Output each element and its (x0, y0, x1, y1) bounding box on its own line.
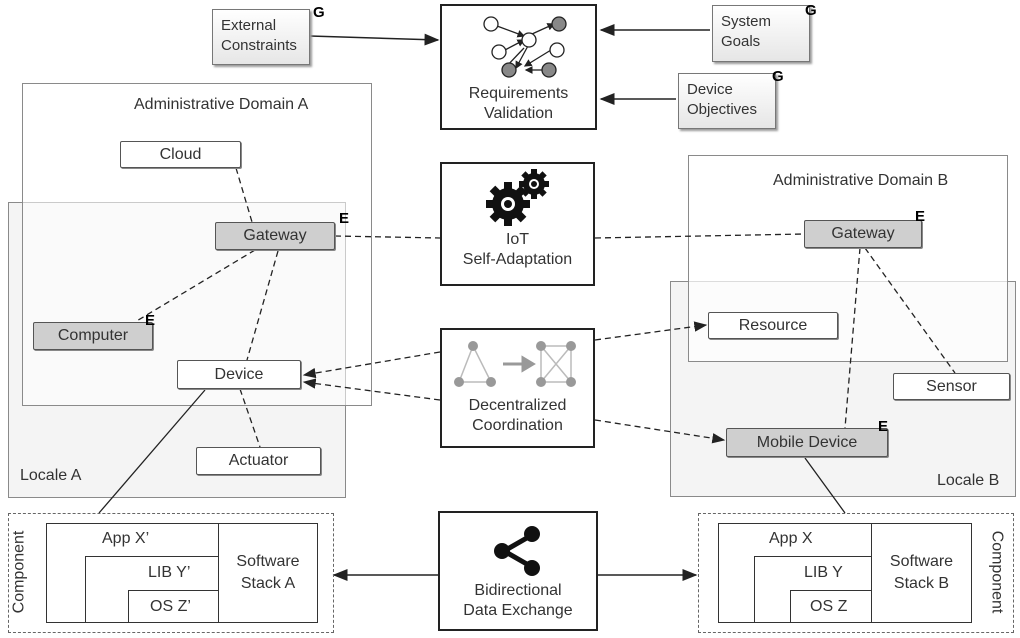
external-constraints-line1: External (221, 17, 277, 34)
self-adaptation-line2: Self-Adaptation (462, 251, 573, 268)
gears-icon (485, 169, 549, 226)
stack-b-os-label: OS Z (810, 598, 848, 615)
gateway-a-node: Gateway (215, 222, 335, 250)
device-node: Device (177, 360, 301, 389)
requirements-graph-icon (482, 16, 567, 78)
system-goals-line2: Goals (721, 33, 761, 50)
stack-b-software-line1: Software (889, 553, 954, 570)
gateway-a-edge-badge: E (339, 210, 350, 227)
stack-a-software: Software Stack A (218, 523, 318, 623)
coordination-line2: Coordination (472, 417, 563, 434)
stack-b-app-label: App X (769, 530, 813, 547)
coordination-line1: Decentralized (468, 397, 567, 414)
stack-b-os-box (790, 590, 872, 623)
data-exchange-line2: Data Exchange (463, 602, 573, 619)
requirements-validation-box: Requirements Validation (440, 4, 597, 130)
component-b-label: Component (988, 530, 1006, 614)
component-a-frame (8, 513, 334, 633)
admin-domain-b-label: Administrative Domain B (773, 172, 949, 189)
decentralized-coordination-box: Decentralized Coordination (440, 328, 595, 448)
data-exchange-line1: Bidirectional (474, 582, 562, 599)
stack-b-software-line2: Stack B (893, 575, 950, 592)
locale-a-label: Locale A (20, 467, 82, 484)
requirements-title-line1: Requirements (468, 85, 569, 102)
stack-a-software-line2: Stack A (240, 575, 296, 592)
stack-a-os-box (128, 590, 219, 623)
system-goals-box: System Goals (712, 5, 810, 62)
mobile-device-node: Mobile Device (726, 428, 888, 457)
system-goals-goal-badge: G (805, 2, 817, 19)
gateway-b-edge-badge: E (915, 208, 926, 225)
coordination-graph-icon (453, 341, 576, 387)
computer-edge-badge: E (145, 312, 156, 329)
device-objectives-line2: Objectives (687, 101, 758, 118)
component-a-label: Component (10, 530, 28, 614)
requirements-title-line2: Validation (483, 105, 554, 122)
actuator-node: Actuator (196, 447, 321, 475)
self-adaptation-line1: IoT (505, 231, 530, 248)
cloud-node: Cloud (120, 141, 241, 168)
sensor-node: Sensor (893, 373, 1010, 400)
gateway-b-node: Gateway (804, 220, 922, 248)
admin-domain-a-label: Administrative Domain A (134, 96, 309, 113)
iot-self-adaptation-box: IoT Self-Adaptation (440, 162, 595, 286)
device-objectives-goal-badge: G (772, 68, 784, 85)
system-goals-line1: System (721, 13, 772, 30)
device-objectives-box: Device Objectives (678, 73, 776, 129)
stack-b-lib-label: LIB Y (804, 564, 843, 581)
mobile-device-edge-badge: E (878, 418, 889, 435)
external-constraints-line2: Constraints (221, 37, 297, 54)
device-objectives-line1: Device (687, 81, 733, 98)
data-exchange-box: Bidirectional Data Exchange (438, 511, 598, 631)
resource-node: Resource (708, 312, 838, 339)
stack-a-lib-label: LIB Y’ (148, 564, 191, 581)
locale-b-label: Locale B (937, 472, 1000, 489)
stack-b-software: Software Stack B (871, 523, 972, 623)
stack-a-software-line1: Software (236, 553, 300, 570)
external-constraints-box: External Constraints (212, 9, 310, 65)
component-b-frame (698, 513, 1014, 633)
computer-node: Computer (33, 322, 153, 350)
stack-a-os-label: OS Z’ (150, 598, 191, 615)
external-constraints-goal-badge: G (313, 4, 325, 21)
stack-a-app-label: App X’ (102, 530, 150, 547)
share-icon (494, 526, 540, 576)
